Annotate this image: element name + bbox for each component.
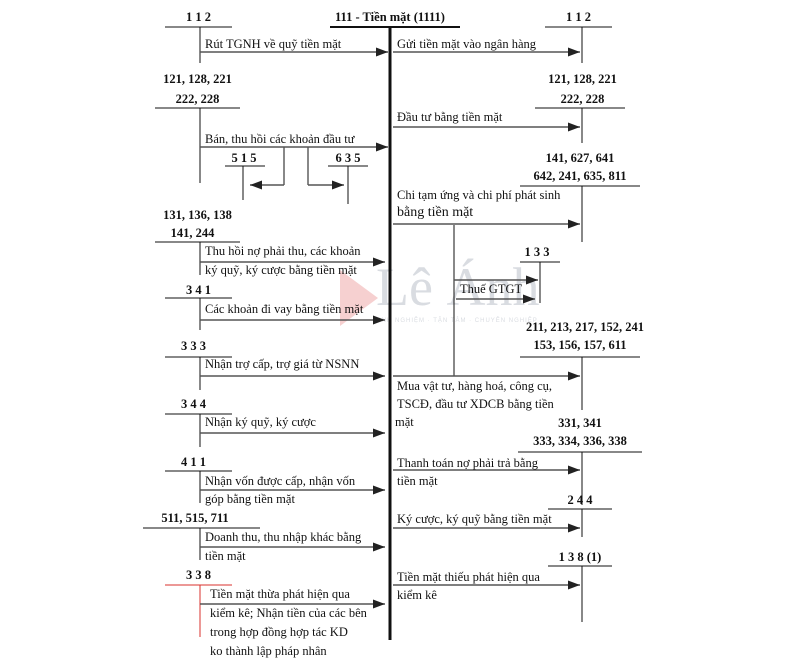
- left-desc-511-line1: Doanh thu, thu nhập khác bằng: [205, 530, 362, 544]
- left-desc-344: Nhận ký quỹ, ký cược: [205, 415, 316, 429]
- left-account-121-line1: 121, 128, 221: [163, 72, 232, 86]
- right-desc-141-line2: bằng tiền mặt: [397, 205, 474, 220]
- left-account-338: 3 3 8: [186, 568, 211, 582]
- left-desc-411-line1: Nhận vốn được cấp, nhận vốn: [205, 474, 356, 488]
- left-desc-338-line3: trong hợp đồng hợp tác KD: [210, 625, 348, 639]
- right-account-331-line1: 331, 341: [558, 416, 602, 430]
- right-account-133: 1 3 3: [524, 245, 550, 259]
- right-account-112: 1 1 2: [566, 10, 591, 24]
- right-desc-211-line3: mặt: [395, 415, 414, 429]
- right-account-121-line1: 121, 128, 221: [548, 72, 617, 86]
- left-desc-investments: Bán, thu hồi các khoản đầu tư: [205, 132, 355, 146]
- left-account-344: 3 4 4: [181, 397, 206, 411]
- right-account-331-line2: 333, 334, 336, 338: [533, 434, 627, 448]
- left-desc-338-line4: ko thành lập pháp nhân: [210, 644, 327, 658]
- account-635: 6 3 5: [335, 151, 361, 165]
- right-account-141-line2: 642, 241, 635, 811: [533, 169, 627, 183]
- account-515: 5 1 5: [231, 151, 257, 165]
- left-account-511: 511, 515, 711: [161, 511, 229, 525]
- left-desc-131-line1: Thu hồi nợ phải thu, các khoản: [205, 244, 361, 258]
- right-account-211-line1: 211, 213, 217, 152, 241: [525, 320, 645, 334]
- right-desc-investment: Đầu tư bằng tiền mặt: [397, 110, 503, 124]
- right-desc-211-line1: Mua vật tư, hàng hoá, công cụ,: [397, 379, 552, 393]
- right-desc-1381-line2: kiểm kê: [397, 588, 437, 602]
- left-account-131-line1: 131, 136, 138: [163, 208, 232, 222]
- left-desc-411-line2: góp bằng tiền mặt: [205, 492, 295, 506]
- right-account-121-line2: 222, 228: [560, 92, 605, 106]
- left-account-333: 3 3 3: [181, 339, 206, 353]
- right-account-244: 2 4 4: [567, 493, 593, 507]
- left-desc-333: Nhận trợ cấp, trợ giá từ NSNN: [205, 357, 360, 371]
- left-desc-338-line2: kiểm kê; Nhận tiền của các bên: [210, 606, 367, 620]
- right-desc-112: Gửi tiền mặt vào ngân hàng: [397, 37, 537, 51]
- left-desc-338-line1: Tiền mặt thừa phát hiện qua: [210, 587, 350, 601]
- left-desc-511-line2: tiền mặt: [205, 549, 246, 563]
- right-account-211-line2: 153, 156, 157, 611: [533, 338, 627, 352]
- left-account-131-line2: 141, 244: [170, 226, 215, 240]
- main-account-title: 111 - Tiền mặt (1111): [335, 10, 445, 24]
- right-desc-331-line1: Thanh toán nợ phải trả bằng: [397, 456, 538, 470]
- right-desc-331-line2: tiền mặt: [397, 474, 438, 488]
- left-desc-131-line2: ký quỹ, ký cược bằng tiền mặt: [205, 263, 357, 277]
- right-desc-vat: Thuế GTGT: [460, 282, 523, 296]
- left-account-112: 1 1 2: [186, 10, 211, 24]
- right-account-141-line1: 141, 627, 641: [545, 151, 615, 165]
- right-desc-211-line2: TSCĐ, đầu tư XDCB bằng tiền: [397, 397, 554, 411]
- right-desc-244: Ký cược, ký quỹ bằng tiền mặt: [397, 512, 552, 526]
- left-account-411: 4 1 1: [181, 455, 206, 469]
- left-account-341: 3 4 1: [186, 283, 211, 297]
- right-desc-1381-line1: Tiền mặt thiếu phát hiện qua: [397, 570, 540, 584]
- left-account-121-line2: 222, 228: [175, 92, 220, 106]
- right-account-1381: 1 3 8 (1): [558, 550, 602, 564]
- left-desc-341: Các khoản đi vay bằng tiền mặt: [205, 302, 364, 316]
- right-desc-141-line1: Chi tạm ứng và chi phí phát sinh: [397, 188, 561, 202]
- left-desc-112: Rút TGNH về quỹ tiền mặt: [205, 37, 342, 51]
